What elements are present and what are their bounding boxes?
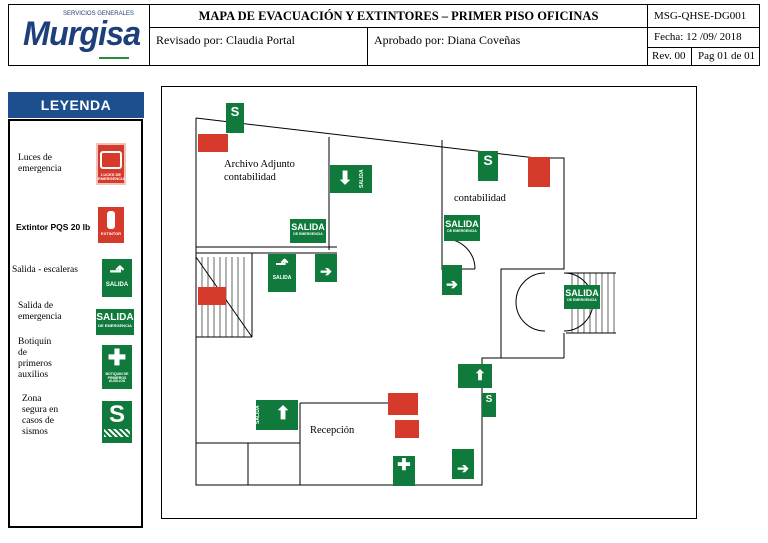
- legend-item-first-aid: Botiquín de primeros auxilios: [18, 337, 52, 380]
- emergency-exit-sign: SALIDA DE EMERGENCIA: [290, 219, 326, 243]
- exit-stairs-icon: ⬏ SALIDA: [102, 259, 132, 297]
- doc-revision: Rev. 00: [647, 47, 691, 65]
- exit-arrow-right-sign: ➔: [452, 449, 474, 479]
- first-aid-kit-icon: ✚ BOTIQUIN DE PRIMEROS AUXILIOS: [102, 345, 132, 389]
- emergency-light-sign: [395, 420, 419, 438]
- safe-zone-sign: S: [226, 103, 244, 133]
- doc-code: MSG-QHSE-DG001: [647, 5, 759, 27]
- legend-item-exit-stairs: Salida - escaleras: [12, 265, 78, 275]
- room-label-contabilidad: contabilidad: [454, 193, 506, 204]
- logo-brand: Murgisa: [23, 15, 141, 53]
- legend-item-safe-zone: Zona segura en casos de sismos: [22, 394, 59, 437]
- safe-zone-icon: S: [102, 401, 132, 443]
- floor-plan: [195, 117, 616, 486]
- doc-page: Pag 01 de 01: [691, 47, 759, 65]
- exit-arrow-up-sign: ⬆: [458, 364, 492, 388]
- exit-arrow-right-sign: ➔: [442, 265, 462, 295]
- exit-arrow-down-sign: ⬇ SALIDA: [330, 165, 372, 193]
- exit-stairs-sign: ⬏ SALIDA: [268, 254, 296, 292]
- legend-item-extinguisher: Extintor PQS 20 lb: [16, 222, 91, 232]
- extinguisher-sign: [388, 393, 418, 415]
- emergency-exit-sign: SALIDA DE EMERGENCIA: [564, 285, 600, 309]
- emergency-exit-sign: SALIDA DE EMERGENCIA: [444, 215, 480, 241]
- room-label-archivo: Archivo Adjunto contabilidad: [224, 159, 295, 183]
- company-logo: SERVICIOS GENERALES Murgisa: [19, 9, 145, 61]
- approved-by: Aprobado por: Diana Coveñas: [367, 27, 647, 65]
- safe-zone-sign: S: [482, 393, 496, 417]
- document-header: SERVICIOS GENERALES Murgisa MAPA DE EVAC…: [8, 4, 760, 66]
- exit-arrow-up-sign: SALIDA ⬆: [255, 400, 298, 430]
- emergency-light-sign: [198, 287, 226, 305]
- emergency-light-sign: [528, 157, 550, 187]
- exit-arrow-right-sign: ➔: [315, 254, 337, 282]
- extinguisher-icon: EXTINTOR: [98, 207, 124, 243]
- evacuation-map: Archivo Adjunto contabilidad contabilida…: [161, 86, 697, 519]
- emergency-light-sign: [198, 134, 228, 152]
- reviewed-by: Revisado por: Claudia Portal: [149, 27, 367, 65]
- legend-item-emergency-lights: Luces de emergencia: [18, 153, 62, 174]
- emergency-exit-icon: SALIDA DE EMERGENCIA: [96, 309, 134, 335]
- doc-date: Fecha: 12 /09/ 2018: [647, 27, 759, 47]
- legend-item-emergency-exit: Salida de emergencia: [18, 301, 62, 322]
- safe-zone-sign: S: [478, 151, 498, 181]
- logo-tagline: SERVICIOS GENERALES: [63, 11, 134, 17]
- first-aid-sign: ✚: [393, 456, 415, 486]
- doc-title: MAPA DE EVACUACIÓN Y EXTINTORES – PRIMER…: [149, 5, 647, 27]
- room-label-recepcion: Recepción: [310, 425, 355, 436]
- legend-title: LEYENDA: [8, 92, 144, 118]
